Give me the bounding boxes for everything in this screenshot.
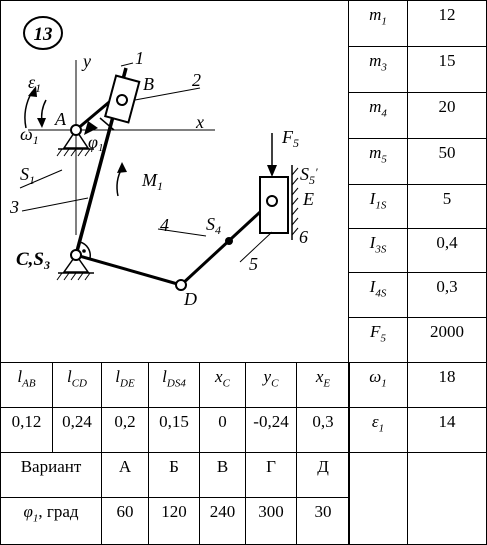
param-label-m1: m1 (348, 0, 408, 47)
value-cell: 0,2 (101, 407, 149, 453)
value-cell: -0,24 (245, 407, 297, 453)
param-label-m5: m5 (348, 138, 408, 185)
phi-value: 120 (148, 497, 200, 545)
param-label-ω1: ω1 (348, 362, 408, 408)
variant-letter: В (199, 452, 246, 498)
label-s5: S5′ (300, 164, 318, 187)
label-link-5: 5 (249, 254, 258, 274)
epsilon-arrowhead (37, 118, 46, 128)
moment-m1-arrowhead (117, 162, 127, 173)
label-s4: S4 (206, 214, 221, 237)
param-label-ε1: ε1 (348, 407, 408, 453)
label-m1: M1 (141, 170, 163, 193)
label-f5: F5 (281, 127, 299, 150)
right-angle-dot (82, 249, 86, 253)
value-cell: 0,15 (148, 407, 200, 453)
param-value-F5: 2000 (407, 317, 487, 363)
x-axis-label: x (195, 112, 204, 132)
figure-number-circle (23, 16, 63, 50)
leader-5 (239, 231, 273, 263)
y-axis-label: y (81, 51, 91, 71)
label-epsilon1: ε1 (28, 72, 41, 95)
value-cell: 0,24 (52, 407, 102, 453)
param-value-I4S: 0,3 (407, 272, 487, 318)
variant-letter: А (101, 452, 149, 498)
header-cell: lCD (52, 362, 102, 408)
value-cell: 0,12 (0, 407, 53, 453)
param-value-ω1: 18 (407, 362, 487, 408)
joint-e (266, 195, 278, 207)
header-cell: xC (199, 362, 246, 408)
header-cell: lDS4 (148, 362, 200, 408)
phi-value: 300 (245, 497, 297, 545)
label-cs3: C,S3 (16, 249, 50, 272)
force-f5-arrowhead (267, 165, 277, 177)
leader-4 (157, 228, 207, 237)
slider-block-b (104, 74, 141, 124)
phi-value: 240 (199, 497, 246, 545)
label-phi1: φ1 (88, 132, 103, 154)
label-link-4: 4 (160, 215, 169, 235)
value-cell: 0,3 (296, 407, 350, 453)
link-cd (75, 253, 182, 287)
ground-hatch-a (56, 148, 91, 157)
joint-c (70, 249, 82, 261)
param-value-m4: 20 (407, 92, 487, 139)
phi-value: 60 (101, 497, 149, 545)
joint-d (175, 279, 187, 291)
empty-cell (348, 452, 408, 545)
phi-label: φ1, град (0, 497, 102, 545)
param-value-m1: 12 (407, 0, 487, 47)
param-value-m5: 50 (407, 138, 487, 185)
label-b: B (143, 74, 154, 94)
omega-arrowhead (28, 86, 37, 97)
param-label-m3: m3 (348, 46, 408, 93)
label-e: E (302, 189, 314, 209)
param-label-I1S: I1S (348, 184, 408, 229)
param-value-I3S: 0,4 (407, 228, 487, 273)
diagram-frame (0, 0, 349, 363)
leader-s1 (19, 169, 63, 189)
variant-label: Вариант (0, 452, 102, 498)
ground-support-c (62, 253, 90, 273)
phi-value: 30 (296, 497, 350, 545)
center-s4 (225, 237, 233, 245)
variant-letter: Г (245, 452, 297, 498)
guide-hatch (291, 167, 299, 236)
label-a: A (54, 109, 67, 129)
label-s1: S1 (20, 164, 35, 187)
variant-letter: Б (148, 452, 200, 498)
param-label-I3S: I3S (348, 228, 408, 273)
label-link-2: 2 (192, 70, 201, 90)
label-link-6: 6 (299, 227, 308, 247)
ground-support-a (62, 128, 90, 149)
leader-3 (21, 197, 89, 212)
label-d: D (183, 289, 197, 309)
figure-number: 13 (34, 24, 53, 45)
value-cell: 0 (199, 407, 246, 453)
joint-a (70, 124, 82, 136)
param-value-ε1: 14 (407, 407, 487, 453)
phi-arrow (84, 121, 98, 135)
param-value-I1S: 5 (407, 184, 487, 229)
header-cell: lDE (101, 362, 149, 408)
leader-2 (134, 87, 201, 101)
leader-1 (120, 62, 134, 67)
param-label-F5: F5 (348, 317, 408, 363)
param-label-m4: m4 (348, 92, 408, 139)
label-omega1: ω1 (20, 124, 39, 147)
header-cell: yC (245, 362, 297, 408)
header-cell: xE (296, 362, 350, 408)
variant-letter: Д (296, 452, 350, 498)
header-cell: lAB (0, 362, 53, 408)
mechanism-diagram: 13 y x (9, 16, 318, 309)
label-link-1: 1 (135, 48, 144, 68)
right-angle-mark (79, 241, 91, 259)
empty-cell (407, 452, 487, 545)
ground-hatch-c (56, 272, 91, 281)
label-link-3: 3 (9, 197, 19, 217)
param-label-I4S: I4S (348, 272, 408, 318)
param-value-m3: 15 (407, 46, 487, 93)
